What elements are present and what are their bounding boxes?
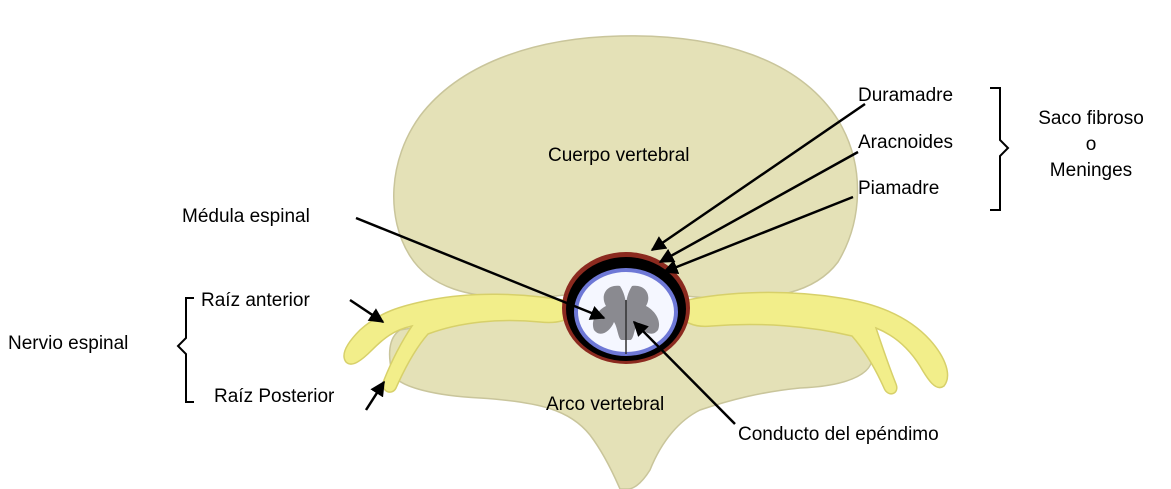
saco-o-label: o	[1086, 134, 1097, 155]
meninges-label: Meninges	[1050, 160, 1132, 181]
nervio-espinal-label: Nervio espinal	[8, 333, 128, 354]
saco-fibroso-label: Saco fibroso	[1038, 108, 1144, 129]
piamadre-label: Piamadre	[858, 178, 939, 199]
cuerpo-vertebral-label: Cuerpo vertebral	[548, 145, 690, 166]
meninges-bracket	[990, 88, 1008, 210]
raiz-anterior-pointer	[350, 300, 383, 322]
conducto-ependimo-label: Conducto del epéndimo	[738, 424, 939, 445]
raiz-anterior-label: Raíz anterior	[201, 290, 310, 311]
nervio-bracket	[178, 298, 194, 402]
medula-espinal-label: Médula espinal	[182, 206, 310, 227]
raiz-posterior-label: Raíz Posterior	[214, 386, 335, 407]
arco-vertebral-label: Arco vertebral	[546, 394, 664, 415]
duramadre-label: Duramadre	[858, 85, 953, 106]
raiz-posterior-pointer	[366, 382, 384, 410]
aracnoides-label: Aracnoides	[858, 132, 953, 153]
